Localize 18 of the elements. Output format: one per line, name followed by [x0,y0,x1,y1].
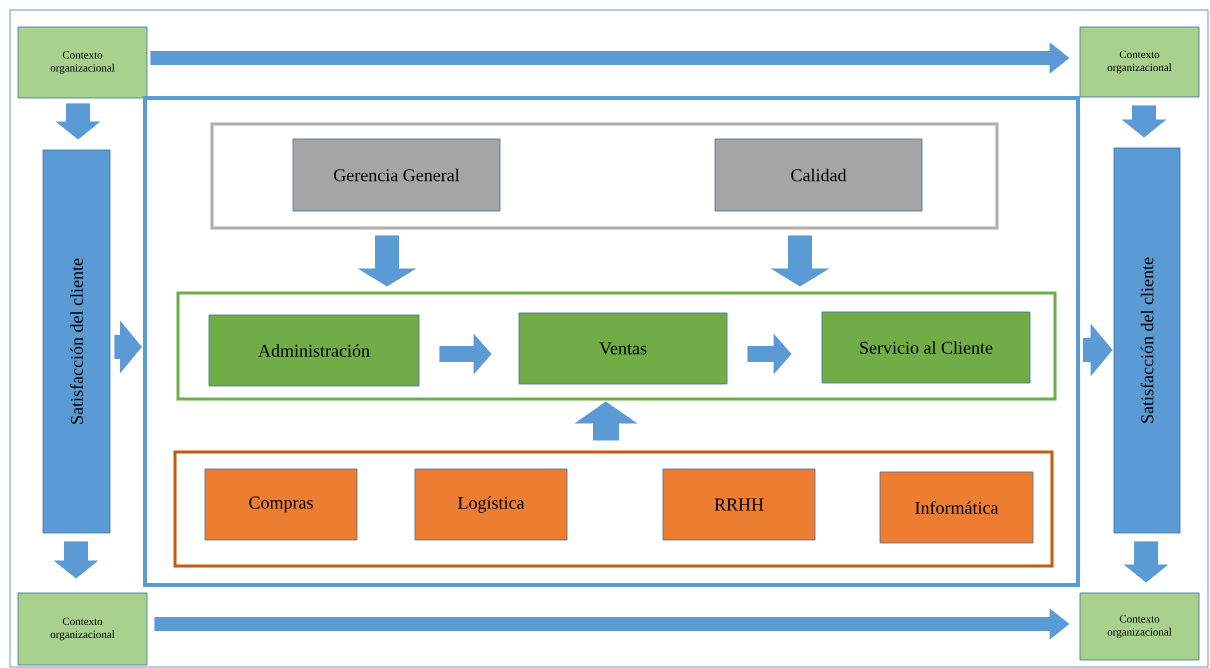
vertical-bar: Satisfacción del cliente [42,149,111,534]
group-frame [210,122,999,230]
context-box: Contexto organizacional [17,26,148,99]
context-box: Contexto organizacional [17,592,148,666]
context-box: Contexto organizacional [1079,26,1200,98]
process-box: Administración [208,314,420,387]
process-box: Logística [414,468,568,541]
process-box: Servicio al Cliente [821,311,1031,384]
process-box: RRHH [662,468,816,541]
process-box: Gerencia General [292,138,501,212]
group-frame [176,291,1057,401]
context-box: Contexto organizacional [1079,592,1200,661]
process-box: Informática [879,471,1034,544]
process-box: Calidad [714,138,923,212]
frame-box [143,96,1080,587]
process-box: Ventas [518,312,728,385]
group-frame [173,450,1054,568]
process-box: Compras [204,468,358,541]
